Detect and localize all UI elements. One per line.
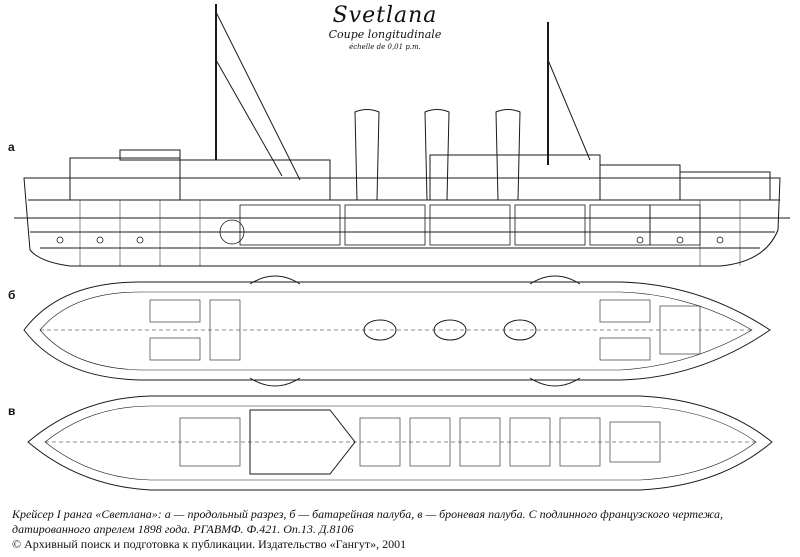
panel-label-v: в <box>8 404 16 418</box>
caption-line-1: Крейсер I ранга «Светлана»: а — продольн… <box>12 507 724 521</box>
armour-deck-plan <box>27 395 773 491</box>
funnel-1 <box>354 109 380 201</box>
title-block: Svetlana Coupe longitudinale échelle de … <box>300 4 470 52</box>
figure-caption: Крейсер I ранга «Светлана»: а — продольн… <box>12 507 792 552</box>
funnel-3 <box>495 109 521 201</box>
caption-line-2: датированного апрелем 1898 года. РГАВМФ.… <box>12 522 354 536</box>
drawing-subtitle: Coupe longitudinale <box>328 28 442 41</box>
battery-deck-plan <box>23 275 771 387</box>
ship-name: Svetlana <box>332 3 438 28</box>
scale-note: échelle de 0,01 p.m. <box>349 43 421 51</box>
funnel-2 <box>424 109 450 201</box>
panel-label-a: а <box>8 140 15 154</box>
hull-outline <box>23 177 781 267</box>
forward-superstructure <box>69 157 181 201</box>
caption-line-3: © Архивный поиск и подготовка к публикац… <box>12 537 407 551</box>
panel-label-b: б <box>8 288 16 302</box>
aft-superstructure <box>679 171 771 201</box>
